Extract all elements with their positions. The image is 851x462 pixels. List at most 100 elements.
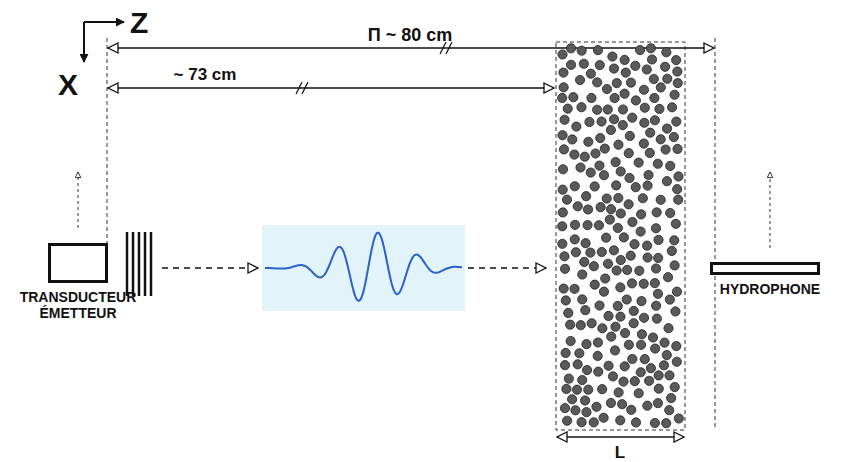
scatterer — [582, 340, 591, 349]
scatterer — [628, 354, 637, 363]
scatterer — [558, 239, 567, 248]
scatterer — [597, 117, 606, 126]
scatterer — [560, 264, 569, 273]
scatterer — [656, 83, 665, 92]
scatterer — [598, 324, 607, 333]
scatterer — [616, 416, 625, 425]
scatterer — [559, 83, 568, 92]
scatterer — [639, 279, 648, 288]
scatterer — [618, 105, 627, 114]
scatterer — [654, 235, 663, 244]
scatterer — [598, 385, 607, 394]
scatterer — [672, 341, 681, 350]
scatterer — [607, 332, 616, 341]
scatterer — [587, 319, 596, 328]
scatterer — [616, 209, 625, 218]
scatterer — [631, 418, 640, 427]
scatterer — [640, 103, 649, 112]
scatterer — [600, 144, 609, 153]
scatterer — [626, 78, 635, 87]
scatterer — [669, 132, 678, 141]
scatterer — [654, 371, 663, 380]
scatterer — [631, 183, 640, 192]
scatterer — [595, 301, 604, 310]
scatterer — [560, 252, 569, 261]
scatterer — [659, 361, 668, 370]
scatterer — [573, 202, 582, 211]
reference-line — [107, 38, 108, 250]
scatterer — [635, 266, 644, 275]
scatterer — [651, 224, 660, 233]
scatterer — [672, 357, 681, 366]
dimension-line — [108, 47, 714, 48]
scatterer — [673, 67, 682, 76]
scatterer — [586, 248, 595, 257]
scatterer — [596, 203, 605, 212]
scatterer — [593, 338, 602, 347]
scatterer — [578, 375, 587, 384]
scatterer — [616, 312, 625, 321]
scatterer — [649, 74, 658, 83]
scatterer — [620, 89, 629, 98]
scatterer — [667, 103, 676, 112]
scatterer — [650, 418, 659, 427]
scatterer — [645, 376, 654, 385]
scatterer — [559, 68, 568, 77]
scatterer — [595, 161, 604, 170]
scatterer — [624, 200, 633, 209]
scatterer — [622, 295, 631, 304]
scatterer — [640, 355, 649, 364]
scatterer — [671, 307, 680, 316]
reference-line — [715, 38, 716, 430]
scatterer — [616, 283, 625, 292]
scatterer — [631, 96, 640, 105]
z-axis — [84, 21, 124, 23]
pulse-wave — [265, 233, 462, 301]
scatterer — [577, 103, 586, 112]
scatterer — [604, 311, 613, 320]
scatterer — [650, 279, 659, 288]
scatterer — [639, 139, 648, 148]
scatterer — [673, 144, 682, 153]
scatterer — [582, 365, 591, 374]
scatterer — [653, 159, 662, 168]
scatterer — [662, 48, 671, 57]
scatterer — [599, 287, 608, 296]
scatterer — [563, 104, 572, 113]
scatterer — [593, 78, 602, 87]
propagation-arrow — [468, 267, 546, 268]
scatterer — [620, 55, 629, 64]
scatterer — [611, 322, 620, 331]
scatterer — [614, 140, 623, 149]
scatterer — [652, 314, 661, 323]
scatterer — [616, 167, 625, 176]
scatterer — [566, 44, 575, 53]
scatterer — [564, 374, 573, 383]
scatterer — [614, 388, 623, 397]
scatterer — [580, 396, 589, 405]
scatterer — [572, 385, 581, 394]
axis-label: X — [58, 70, 78, 100]
scatterer — [636, 368, 645, 377]
scatterer — [566, 336, 575, 345]
scatterer — [576, 321, 585, 330]
scatterer — [606, 125, 615, 134]
scatterer — [611, 157, 620, 166]
scatterers — [558, 44, 684, 428]
scatterer — [665, 406, 674, 415]
scatterer — [609, 115, 618, 124]
scatterer — [646, 364, 655, 373]
hydrophone: HYDROPHONE — [700, 262, 840, 297]
scatterer — [610, 93, 619, 102]
scatterer — [595, 60, 604, 69]
scatterer — [584, 385, 593, 394]
scatterer — [650, 93, 659, 102]
scatterer — [593, 351, 602, 360]
transducer: TRANSDUCTEUR ÉMETTEUR — [13, 243, 143, 321]
scatterer — [581, 306, 590, 315]
scatterer — [663, 273, 672, 282]
scatterer — [663, 74, 672, 83]
scatterer — [605, 215, 614, 224]
scatterer — [594, 221, 603, 230]
x-axis — [83, 22, 85, 62]
